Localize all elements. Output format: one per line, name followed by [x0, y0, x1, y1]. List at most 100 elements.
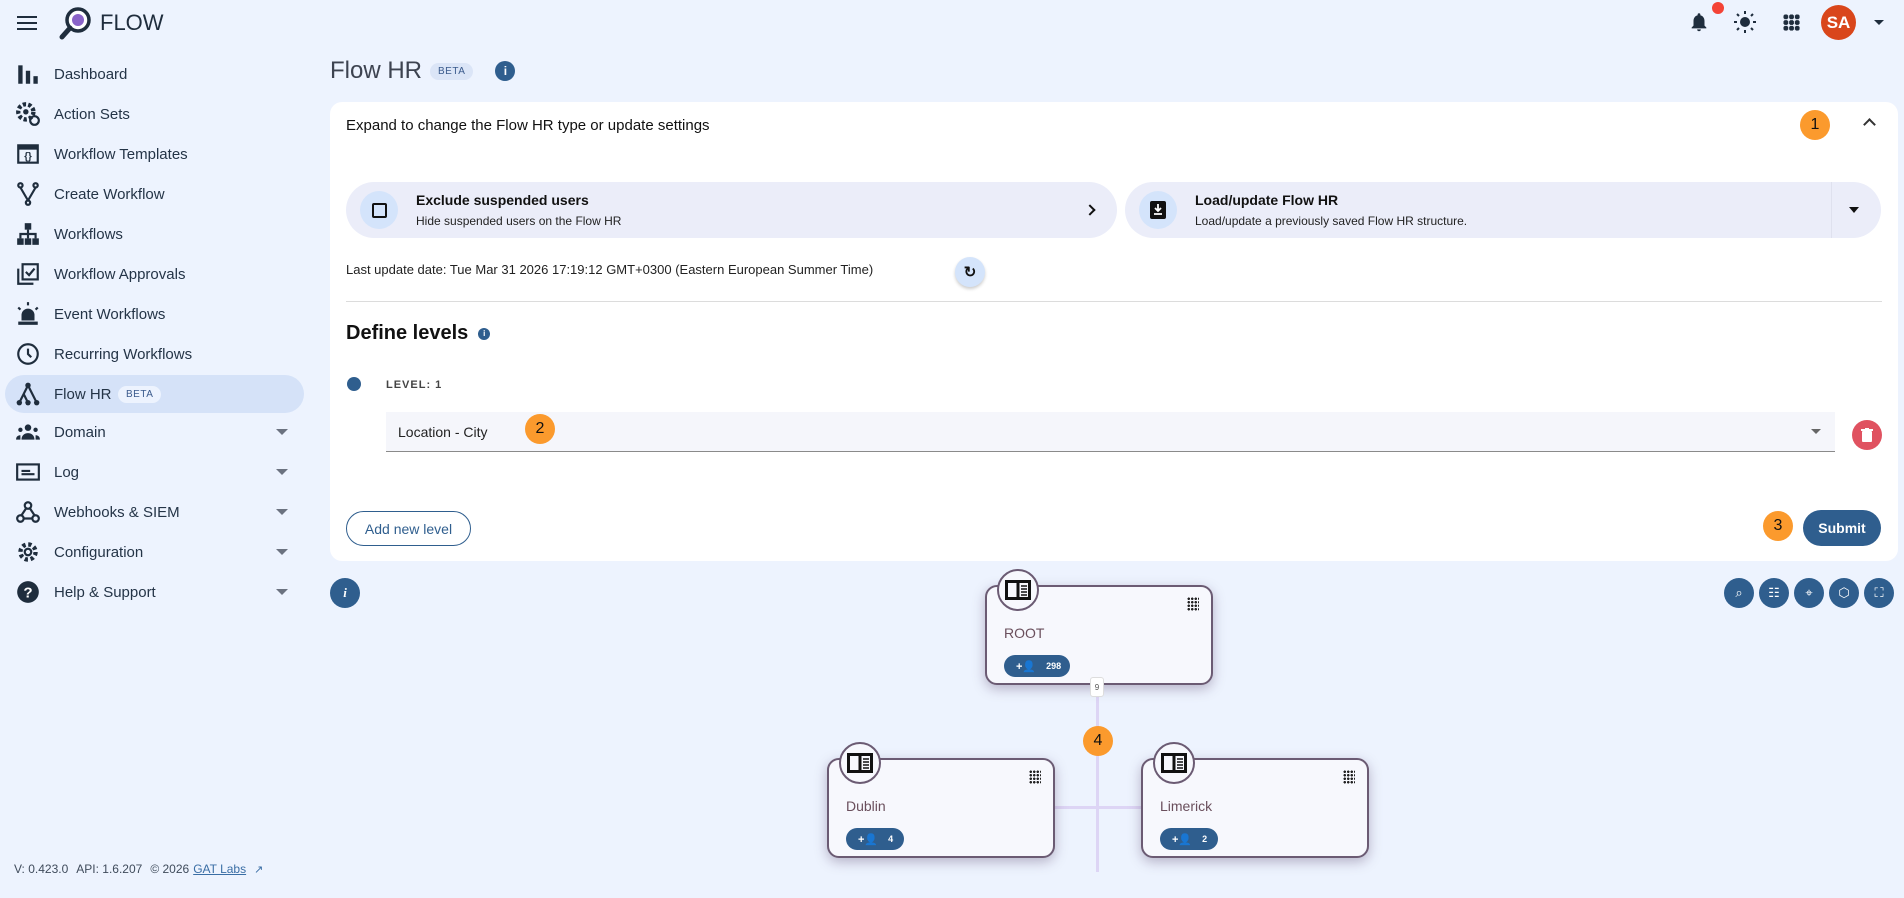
trash-icon	[1861, 428, 1873, 442]
settings-panel: Expand to change the Flow HR type or upd…	[330, 102, 1898, 561]
node-name: Dublin	[846, 798, 886, 814]
sidebar-item-workflow-approvals[interactable]: Workflow Approvals	[5, 255, 304, 293]
dropdown-arrow-icon[interactable]	[1849, 207, 1859, 213]
last-update-date: Last update date: Tue Mar 31 2026 17:19:…	[346, 262, 874, 277]
annotation-badge-2: 2	[525, 414, 555, 444]
chevron-right-icon	[1084, 204, 1096, 216]
user-list-button[interactable]: ☷	[1759, 578, 1789, 608]
level-select-value: Location - City	[398, 424, 488, 440]
crosshair-icon: ⌖	[1805, 585, 1813, 600]
sidebar-item-create-workflow[interactable]: Create Workflow	[5, 175, 304, 213]
chevron-down-icon	[276, 549, 288, 555]
submit-button[interactable]: Submit	[1803, 510, 1881, 546]
clock-icon	[17, 343, 39, 365]
drag-handle-icon[interactable]	[1343, 770, 1355, 784]
sidebar-item-help-support[interactable]: ?Help & Support	[5, 573, 304, 611]
add-user-icon: +👤	[1016, 660, 1037, 673]
node-name: ROOT	[1004, 625, 1045, 641]
help-icon: ?	[17, 581, 39, 603]
load-title: Load/update Flow HR	[1195, 192, 1339, 208]
load-flow-hr-control[interactable]: Load/update Flow HR Load/update a previo…	[1125, 182, 1881, 238]
level-label: LEVEL: 1	[386, 379, 443, 391]
drag-handle-icon[interactable]	[1187, 597, 1199, 611]
code-window-icon: {}	[17, 144, 39, 164]
refresh-button[interactable]: ↻	[955, 257, 985, 287]
settings-header[interactable]: Expand to change the Flow HR type or upd…	[346, 117, 710, 134]
logo[interactable]: FLOW	[58, 5, 164, 41]
delete-level-button[interactable]	[1852, 420, 1882, 450]
load-subtitle: Load/update a previously saved Flow HR s…	[1195, 214, 1468, 228]
sun-icon	[1734, 11, 1756, 33]
notifications-button[interactable]	[1688, 2, 1724, 34]
sidebar-item-domain[interactable]: Domain	[5, 413, 304, 451]
refresh-icon: ↻	[963, 264, 977, 281]
gat-labs-link[interactable]: GAT Labs	[193, 862, 247, 876]
exclude-suspended-toggle[interactable]: Exclude suspended users Hide suspended u…	[346, 182, 1117, 238]
tree-node-root[interactable]: ROOT +👤298	[985, 569, 1213, 685]
fullscreen-button[interactable]: ⛶	[1864, 578, 1894, 608]
svg-text:?: ?	[23, 584, 32, 601]
define-levels-heading: Define levels	[346, 322, 469, 344]
external-link-icon: ↗	[254, 863, 264, 876]
sidebar-item-configuration[interactable]: Configuration	[5, 533, 304, 571]
exclude-title: Exclude suspended users	[416, 192, 589, 208]
sidebar-item-event-workflows[interactable]: Event Workflows	[5, 295, 304, 333]
tree-node-dublin[interactable]: Dublin +👤4	[827, 742, 1055, 858]
api-version: API: 1.6.207	[76, 862, 143, 876]
center-button[interactable]: ⌖	[1794, 578, 1824, 608]
sidebar-item-log[interactable]: Log	[5, 453, 304, 491]
divider	[346, 301, 1882, 302]
org-card-icon	[847, 753, 873, 773]
annotation-badge-4: 4	[1083, 726, 1113, 756]
level-select[interactable]: Location - City	[386, 412, 1835, 452]
copyright: © 2026	[150, 862, 190, 876]
beta-badge: BETA	[118, 385, 162, 403]
annotation-badge-1: 1	[1800, 110, 1830, 140]
sidebar-item-dashboard[interactable]: Dashboard	[5, 55, 304, 93]
add-new-level-button[interactable]: Add new level	[346, 511, 471, 546]
user-count-badge[interactable]: +👤4	[846, 828, 904, 850]
children-count-label[interactable]: 9	[1090, 677, 1104, 697]
sitemap-icon	[17, 223, 39, 245]
checkbox[interactable]	[360, 191, 398, 229]
cube-icon: ⬡	[1838, 585, 1850, 600]
sidebar-item-recurring-workflows[interactable]: Recurring Workflows	[5, 335, 304, 373]
gear-refresh-icon	[16, 102, 40, 126]
3d-view-button[interactable]: ⬡	[1829, 578, 1859, 608]
bell-icon	[1691, 13, 1707, 32]
account-dropdown-icon[interactable]	[1874, 20, 1884, 25]
checkbox-empty-icon	[371, 202, 387, 218]
tree-edge-horizontal	[1053, 806, 1141, 809]
sidebar-item-workflow-templates[interactable]: {}Workflow Templates	[5, 135, 304, 173]
drag-handle-icon[interactable]	[1029, 770, 1041, 784]
log-icon	[16, 463, 40, 481]
user-count-badge[interactable]: +👤2	[1160, 828, 1218, 850]
info-icon[interactable]: i	[495, 61, 516, 81]
user-count-badge[interactable]: +👤298	[1004, 655, 1070, 677]
org-card-icon	[1005, 580, 1031, 600]
bar-chart-icon	[18, 65, 38, 84]
theme-toggle-button[interactable]	[1733, 10, 1757, 39]
fork-icon	[17, 182, 39, 206]
chevron-down-icon	[276, 429, 288, 435]
sidebar-item-action-sets[interactable]: Action Sets	[5, 95, 304, 133]
apps-grid-icon[interactable]	[1783, 14, 1800, 31]
notification-dot	[1712, 2, 1724, 14]
annotation-badge-3: 3	[1763, 511, 1793, 541]
version-footer: V: 0.423.0 API: 1.6.207 © 2026 GAT Labs …	[14, 862, 263, 876]
group-icon	[16, 424, 40, 440]
menu-icon[interactable]	[14, 12, 40, 34]
avatar[interactable]: SA	[1821, 5, 1856, 40]
collapse-chevron-icon[interactable]	[1863, 118, 1876, 131]
beta-badge: BETA	[430, 62, 474, 80]
sidebar-item-workflows[interactable]: Workflows	[5, 215, 304, 253]
org-card-icon	[1161, 753, 1187, 773]
chevron-down-icon	[276, 589, 288, 595]
sidebar-item-webhooks-siem[interactable]: Webhooks & SIEM	[5, 493, 304, 531]
tree-node-limerick[interactable]: Limerick +👤2	[1141, 742, 1369, 858]
search-button[interactable]: ⌕	[1724, 578, 1754, 608]
info-button[interactable]: i	[330, 578, 360, 608]
info-icon[interactable]: i	[478, 327, 491, 340]
user-list-icon: ☷	[1768, 585, 1780, 600]
